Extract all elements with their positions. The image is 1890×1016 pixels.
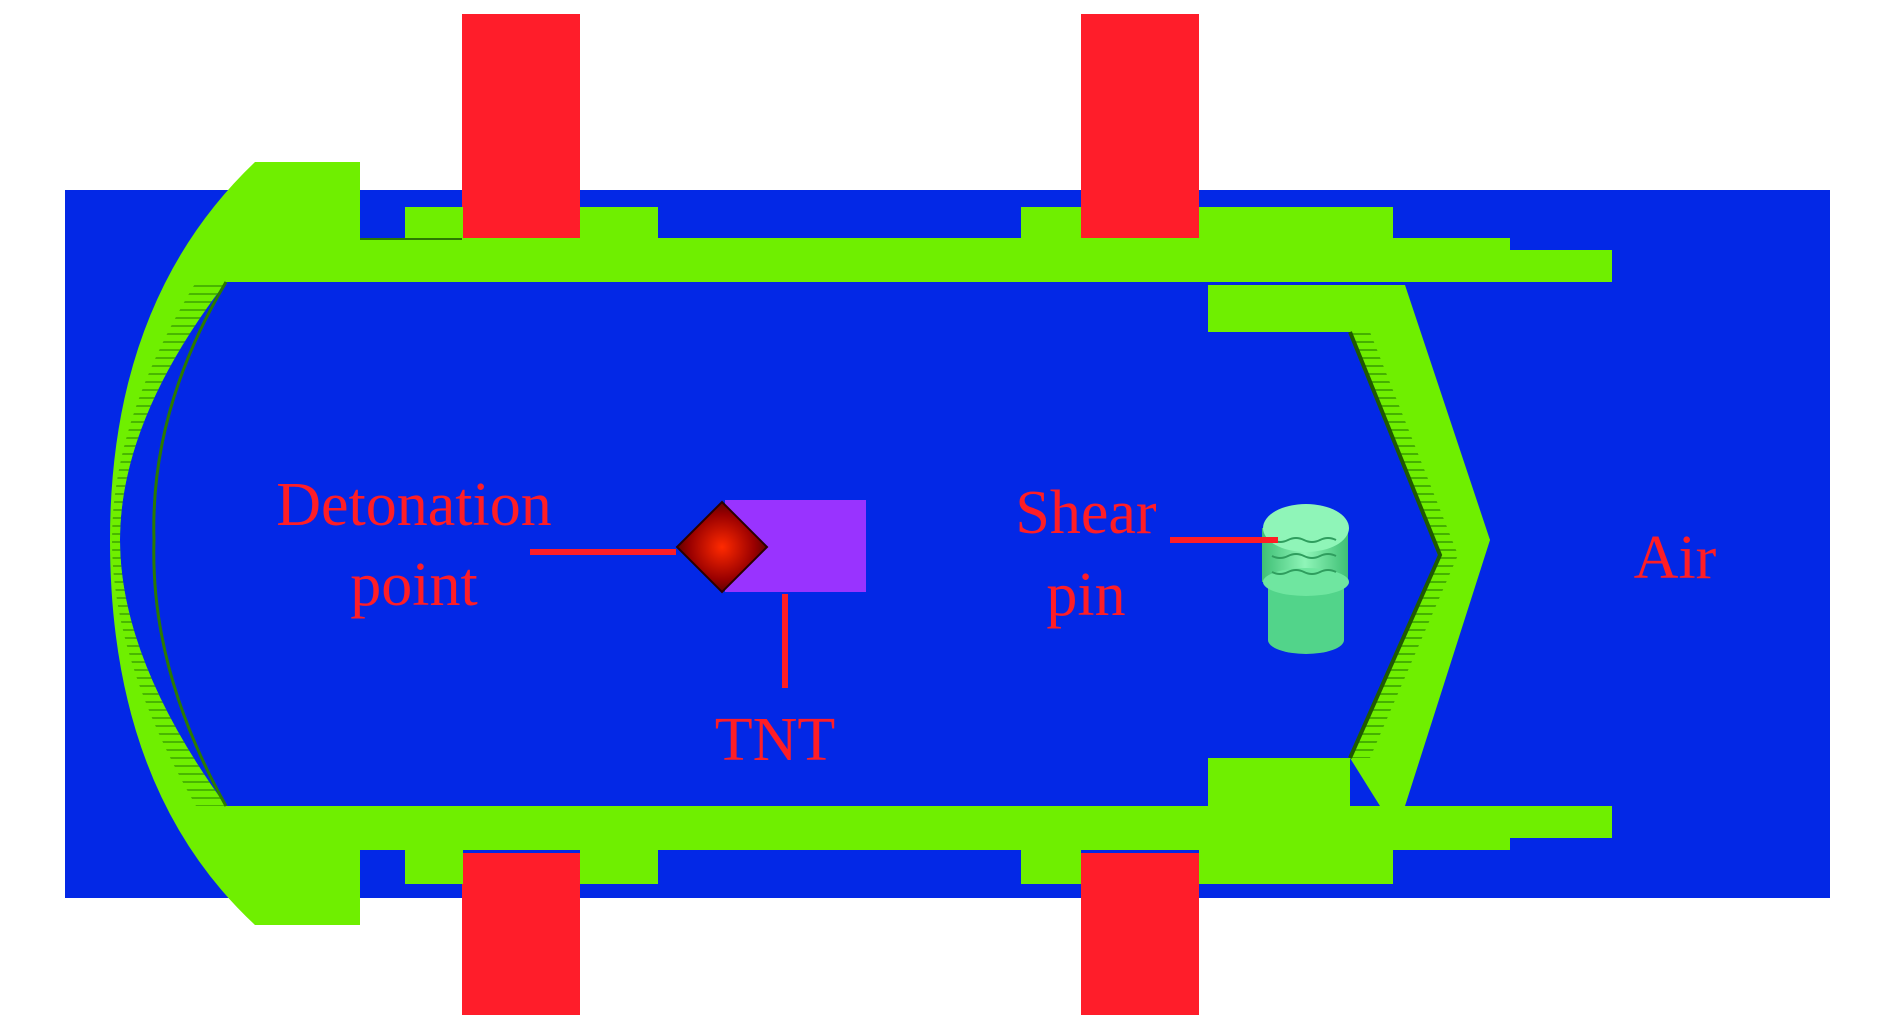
- support-top-left: [462, 14, 580, 238]
- support-top-right: [1081, 14, 1199, 238]
- casing-left-cap-inner-edge: [152, 281, 228, 807]
- casing-left-cap-stripes: [112, 282, 226, 806]
- tnt-label: TNT: [715, 706, 836, 774]
- air-label: Air: [1634, 524, 1717, 592]
- detonation-point-label-line1: Detonation: [276, 471, 552, 539]
- shear-pin-label-line2: pin: [1046, 561, 1125, 629]
- support-bottom-left: [462, 853, 580, 1015]
- air-domain: [65, 190, 1830, 898]
- detonation-point-label-line2: point: [350, 551, 477, 619]
- shear-pin: [1262, 504, 1349, 654]
- piston-cone-shadow: [1348, 331, 1443, 759]
- piston-bottom-flange: [1208, 758, 1350, 806]
- casing-top-wall: [360, 207, 1612, 282]
- detonation-point: [675, 500, 769, 594]
- support-bottom-right: [1081, 853, 1199, 1015]
- shear-pin-label-line1: Shear: [1015, 479, 1157, 547]
- casing-bottom-wall: [360, 806, 1612, 884]
